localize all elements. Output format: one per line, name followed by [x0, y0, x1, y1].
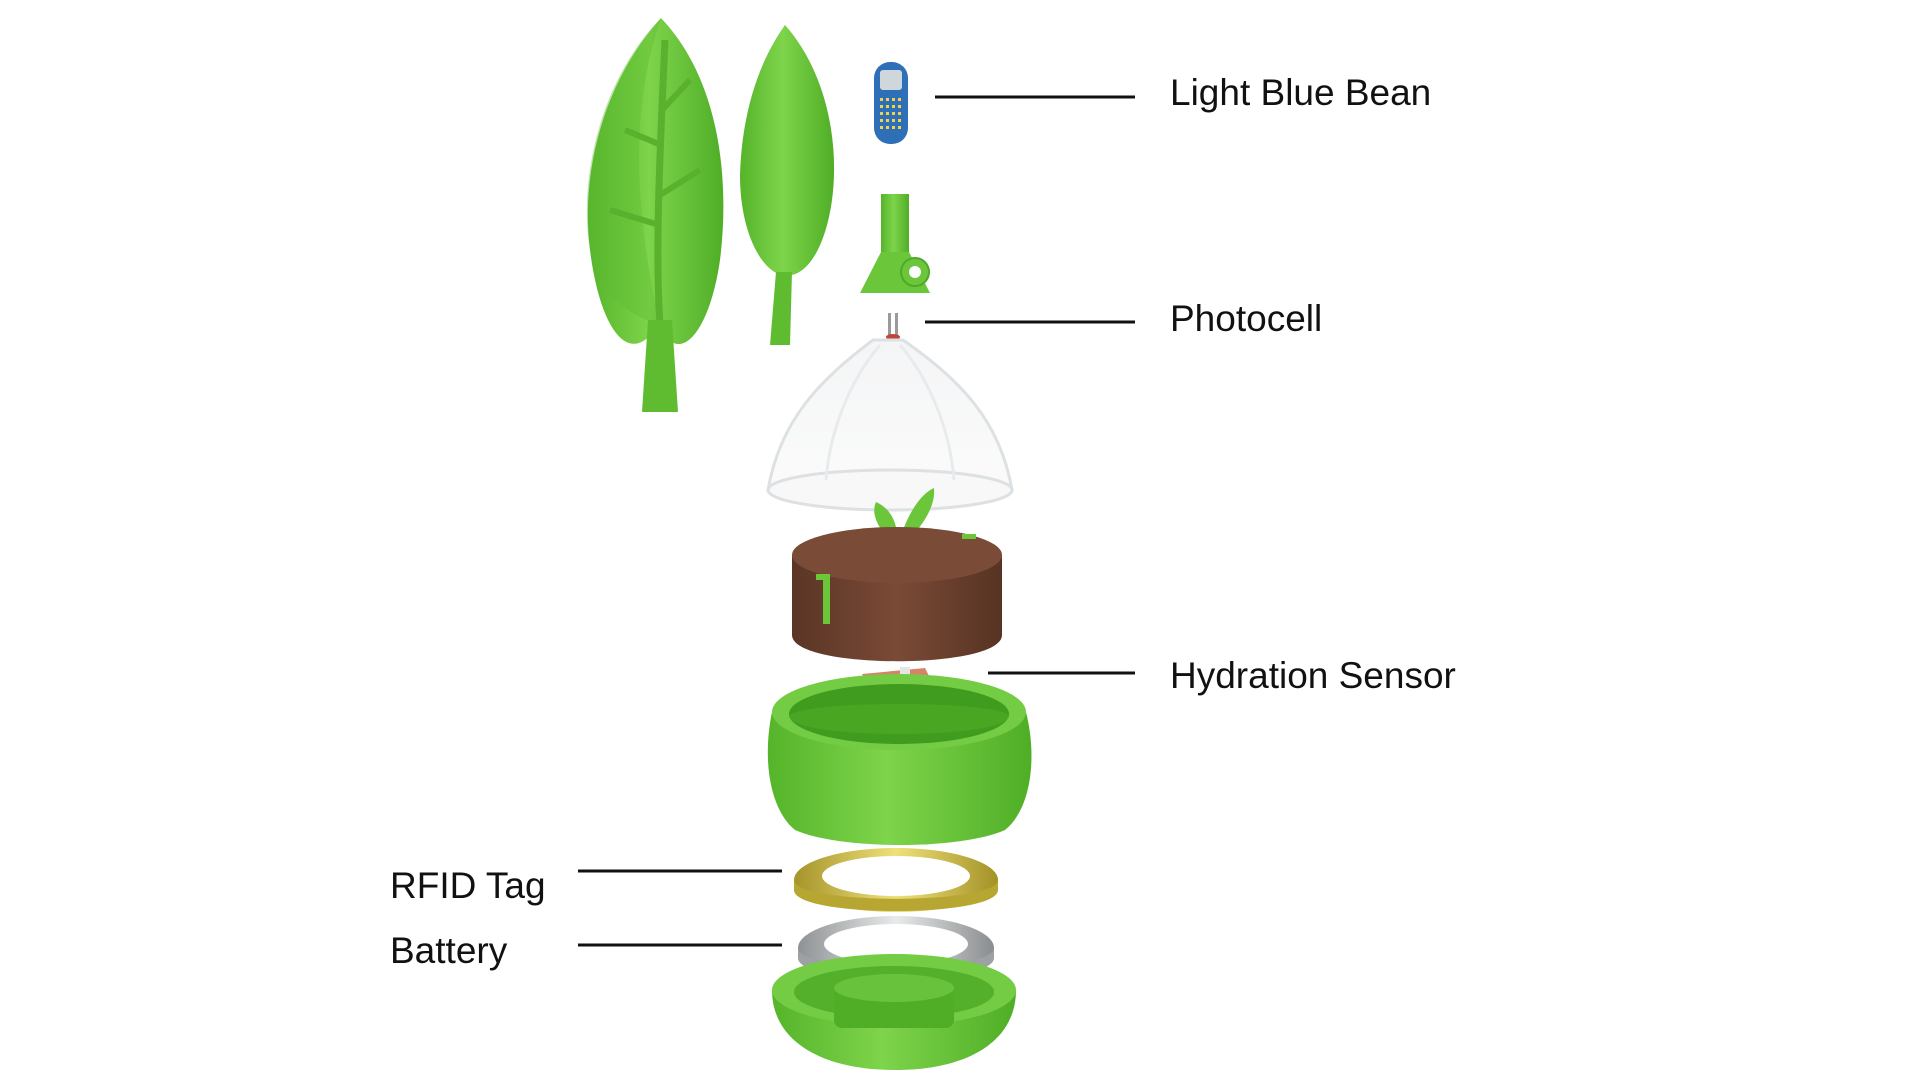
large-leaf-part [586, 18, 724, 412]
label-light-blue-bean: Light Blue Bean [1170, 72, 1432, 113]
light-blue-bean-board [874, 62, 908, 144]
photocell-sensor [886, 313, 900, 340]
label-rfid-tag: RFID Tag [390, 865, 546, 906]
label-photocell: Photocell [1170, 298, 1323, 339]
photocell-holder-part [860, 194, 930, 293]
rfid-tag-ring [794, 848, 998, 912]
clear-dome-part [766, 338, 1014, 512]
green-cup-part [767, 674, 1032, 845]
base-dish-part [772, 954, 1016, 1070]
small-leaf-part [740, 25, 835, 345]
label-battery: Battery [390, 930, 508, 971]
label-hydration-sensor: Hydration Sensor [1170, 655, 1456, 696]
soil-puck-part [792, 527, 1002, 662]
